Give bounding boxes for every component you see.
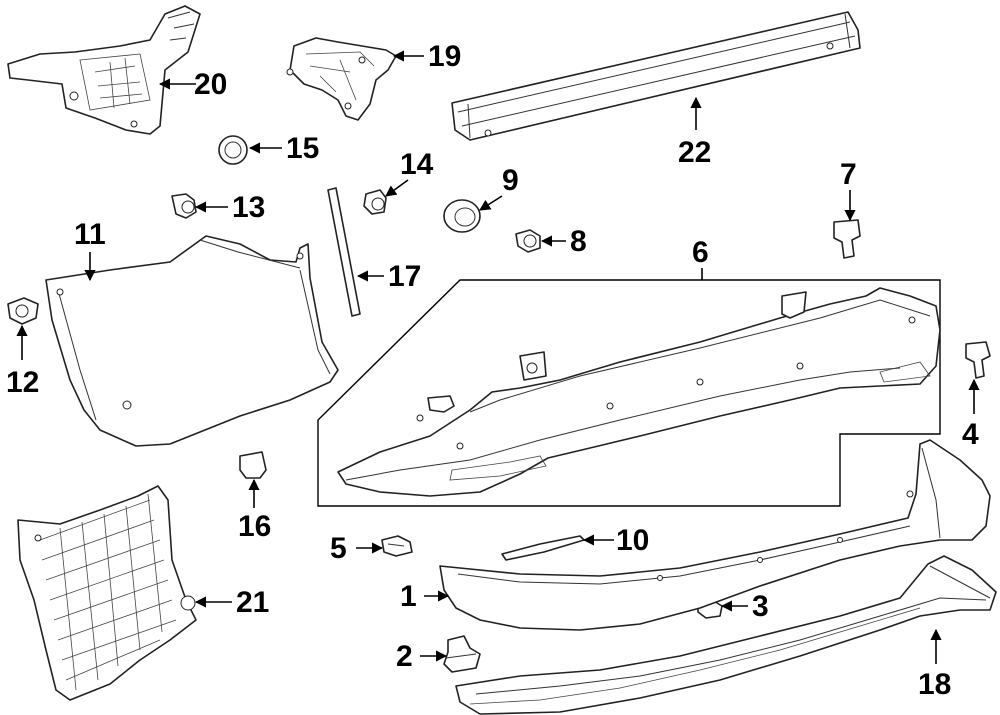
side-cover-part [45, 235, 339, 447]
assembly-frame [317, 279, 941, 507]
retainer-part-4 [965, 341, 991, 379]
callout-12: 12 [6, 366, 39, 399]
callout-1: 1 [400, 580, 417, 613]
side-bracket-upper-part [7, 5, 201, 135]
callout-3: 3 [752, 590, 769, 623]
grommet-part-9 [443, 199, 481, 233]
clip-part-2 [443, 635, 481, 673]
callout-8: 8 [570, 225, 587, 258]
callout-9: 9 [502, 164, 519, 197]
callout-19: 19 [428, 40, 461, 73]
upper-bumper-cover-part [337, 287, 941, 497]
callout-16: 16 [238, 510, 271, 543]
callout-10: 10 [616, 524, 649, 557]
grommet-part-15 [218, 135, 248, 165]
callout-11: 11 [74, 218, 106, 251]
lower-trim-part [455, 555, 997, 715]
callout-18: 18 [918, 668, 951, 701]
lower-bumper-cover-part [439, 439, 991, 631]
inner-bracket-part [17, 485, 197, 701]
callout-17: 17 [388, 260, 421, 293]
callout-4: 4 [962, 418, 979, 451]
clip-part-12 [7, 297, 39, 325]
clip-part-14 [363, 189, 387, 215]
callout-22: 22 [678, 136, 711, 169]
clip-part-13 [171, 193, 197, 219]
leader-lines [16, 50, 980, 664]
callout-6: 6 [692, 236, 709, 269]
reflector-part-10 [501, 535, 585, 561]
callout-labels: 20 19 22 15 13 14 9 8 7 17 11 12 6 4 16 … [6, 40, 979, 701]
callout-13: 13 [232, 191, 265, 224]
callout-20: 20 [194, 68, 227, 101]
callout-2: 2 [396, 640, 413, 673]
molding-strip-part [327, 187, 361, 317]
clip-part-8 [515, 229, 541, 253]
cap-part-16 [239, 451, 267, 479]
callout-21: 21 [236, 586, 269, 619]
callout-15: 15 [286, 132, 319, 165]
callout-7: 7 [840, 158, 857, 191]
clip-part-5 [381, 535, 413, 557]
callout-14: 14 [400, 148, 434, 181]
reinforcement-bar-part [451, 11, 861, 141]
callout-5: 5 [330, 532, 347, 565]
retainer-part-7 [833, 219, 861, 259]
side-bracket-lower-part [286, 37, 397, 121]
